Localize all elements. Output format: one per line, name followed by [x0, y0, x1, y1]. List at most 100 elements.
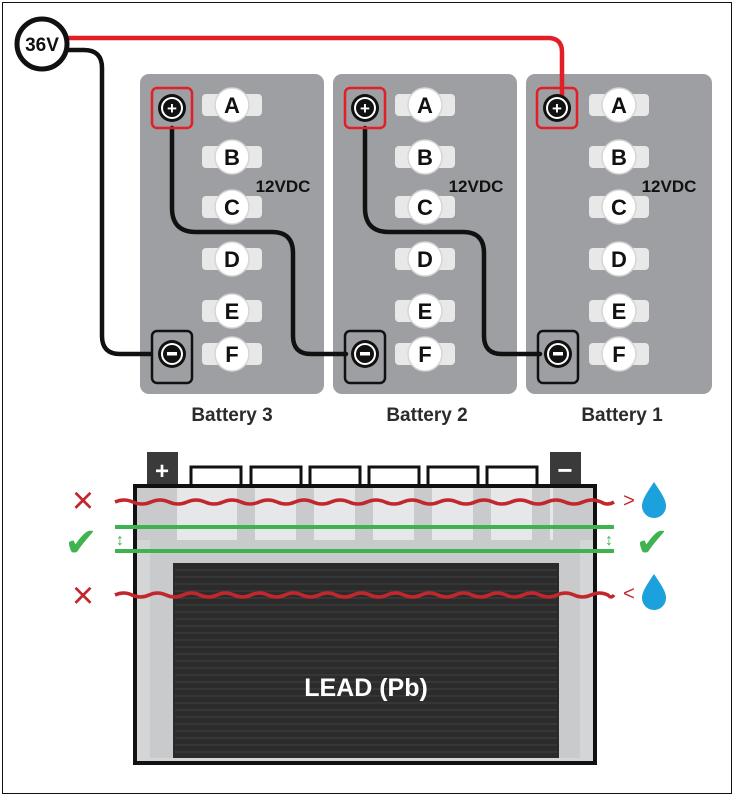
- cell-letter: A: [417, 93, 433, 118]
- cell-letter: F: [418, 342, 431, 367]
- cell-letter: E: [612, 299, 627, 324]
- positive-terminal: +: [343, 86, 387, 130]
- cell-cap-disc: [214, 189, 250, 225]
- cell-cap: F: [395, 336, 455, 372]
- cell-cap-disc: [214, 293, 250, 329]
- too-low-x-mark: ×: [72, 575, 94, 617]
- correct-check-mark-right: ✔: [635, 521, 669, 565]
- cell-cap: B: [202, 139, 262, 175]
- cell-letter: B: [417, 145, 433, 170]
- lead-battery-negative-symbol: −: [557, 455, 572, 485]
- cell-cap: A: [589, 87, 649, 123]
- cell-cap: B: [395, 139, 455, 175]
- cell-cap-disc: [407, 189, 443, 225]
- cell-cap-disc: [407, 241, 443, 277]
- cell-cap-disc: [214, 336, 250, 372]
- battery-2-label: Battery 2: [386, 405, 467, 426]
- correct-level-indicator-right: ↕: [605, 532, 613, 549]
- cell-letter: C: [417, 195, 433, 220]
- cell-cap-disc: [601, 336, 637, 372]
- too-high-level-line: [114, 498, 615, 506]
- cell-cap: A: [202, 87, 262, 123]
- positive-wire-36v: [63, 35, 565, 102]
- cell-letter: D: [224, 247, 240, 272]
- terminals: + + +: [150, 86, 580, 385]
- cell-divider: [414, 488, 432, 540]
- cell-cap: A: [395, 87, 455, 123]
- lead-plate-label: LEAD (Pb): [304, 674, 428, 702]
- cell-letter: F: [225, 342, 238, 367]
- cell-letter: E: [225, 299, 240, 324]
- cell-cap-disc: [601, 189, 637, 225]
- plus-icon: +: [360, 99, 370, 118]
- correct-level-indicator-left: ↕: [116, 532, 124, 549]
- negative-wire-36v: [63, 47, 153, 357]
- cell-divider: [137, 488, 177, 540]
- water-drop-icon: [642, 482, 666, 518]
- cell-cap-disc: [214, 139, 250, 175]
- cell-cap-disc: [214, 87, 250, 123]
- cell-letter: B: [224, 145, 240, 170]
- cell-cap-disc: [601, 293, 637, 329]
- water-drop-icon: [642, 574, 666, 610]
- jumper-b2-positive-to-b1-negative: [362, 125, 543, 357]
- positive-terminal-center: [163, 99, 181, 117]
- positive-terminal: +: [535, 86, 579, 130]
- lead-battery-positive-post: [147, 452, 178, 486]
- positive-terminal-center: [548, 99, 566, 117]
- voltage-badge-ring: [14, 16, 70, 72]
- battery-2-voltage: 12VDC: [449, 177, 504, 196]
- plus-icon: +: [552, 99, 562, 118]
- cell-letter: C: [224, 195, 240, 220]
- cell-divider: [532, 488, 550, 540]
- minus-icon: [167, 352, 177, 356]
- plus-icon: +: [167, 99, 177, 118]
- cell-divider: [296, 488, 314, 540]
- negative-terminal-frame: [536, 329, 580, 385]
- cell-cap-disc: [601, 87, 637, 123]
- cell-letter: C: [611, 195, 627, 220]
- correct-check-mark-left: ✔: [64, 521, 98, 565]
- cell-letter: F: [612, 342, 625, 367]
- cell-letter: D: [611, 247, 627, 272]
- too-high-x-mark: ×: [72, 480, 94, 522]
- cell-divider: [355, 488, 373, 540]
- cell-letter: A: [224, 93, 240, 118]
- cell-cap: C: [589, 189, 649, 225]
- cell-cap-disc: [407, 293, 443, 329]
- cell-cap-disc: [601, 139, 637, 175]
- cell-cap: C: [395, 189, 455, 225]
- cell-cap: B: [589, 139, 649, 175]
- cell-cap-disc: [214, 241, 250, 277]
- too-low-level-line: [114, 591, 616, 599]
- cell-letter: B: [611, 145, 627, 170]
- cell-cap: D: [202, 241, 262, 277]
- minus-icon: [360, 352, 370, 356]
- negative-terminal-frame: [150, 329, 194, 385]
- wires: [63, 35, 565, 357]
- negative-terminal-frame: [343, 329, 387, 385]
- cell-cap: F: [202, 336, 262, 372]
- positive-terminal-center: [356, 99, 374, 117]
- cell-letter: D: [417, 247, 433, 272]
- battery-1-label: Battery 1: [581, 405, 663, 426]
- lead-plate-lines: [175, 569, 557, 753]
- battery-3-voltage: 12VDC: [256, 177, 311, 196]
- cell-cap-disc: [407, 139, 443, 175]
- battery-top-caps: [189, 465, 539, 491]
- minus-icon: [553, 352, 563, 356]
- positive-terminal-frame: [150, 86, 194, 130]
- battery-3-label: Battery 3: [191, 405, 272, 426]
- cell-cap-disc: [601, 241, 637, 277]
- electrolyte-level-section: + − LEAD (Pb) ↕ ↕: [64, 452, 669, 765]
- cell-divider: [237, 488, 255, 540]
- battery-case-1: [526, 74, 712, 394]
- too-low-indicator: <: [623, 583, 635, 605]
- cell-letter: E: [418, 299, 433, 324]
- cell-divider: [553, 488, 593, 540]
- cell-letter: A: [611, 93, 627, 118]
- negative-terminal: [536, 329, 580, 385]
